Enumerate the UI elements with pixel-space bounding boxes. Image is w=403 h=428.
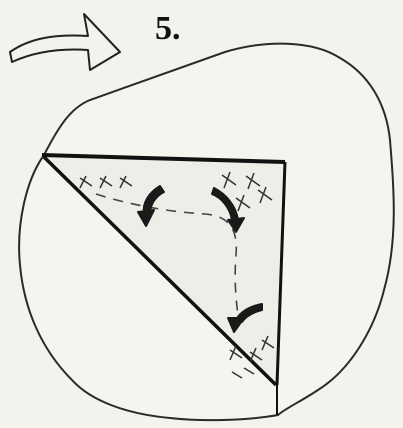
curved-arrow-right-icon: [10, 14, 120, 70]
